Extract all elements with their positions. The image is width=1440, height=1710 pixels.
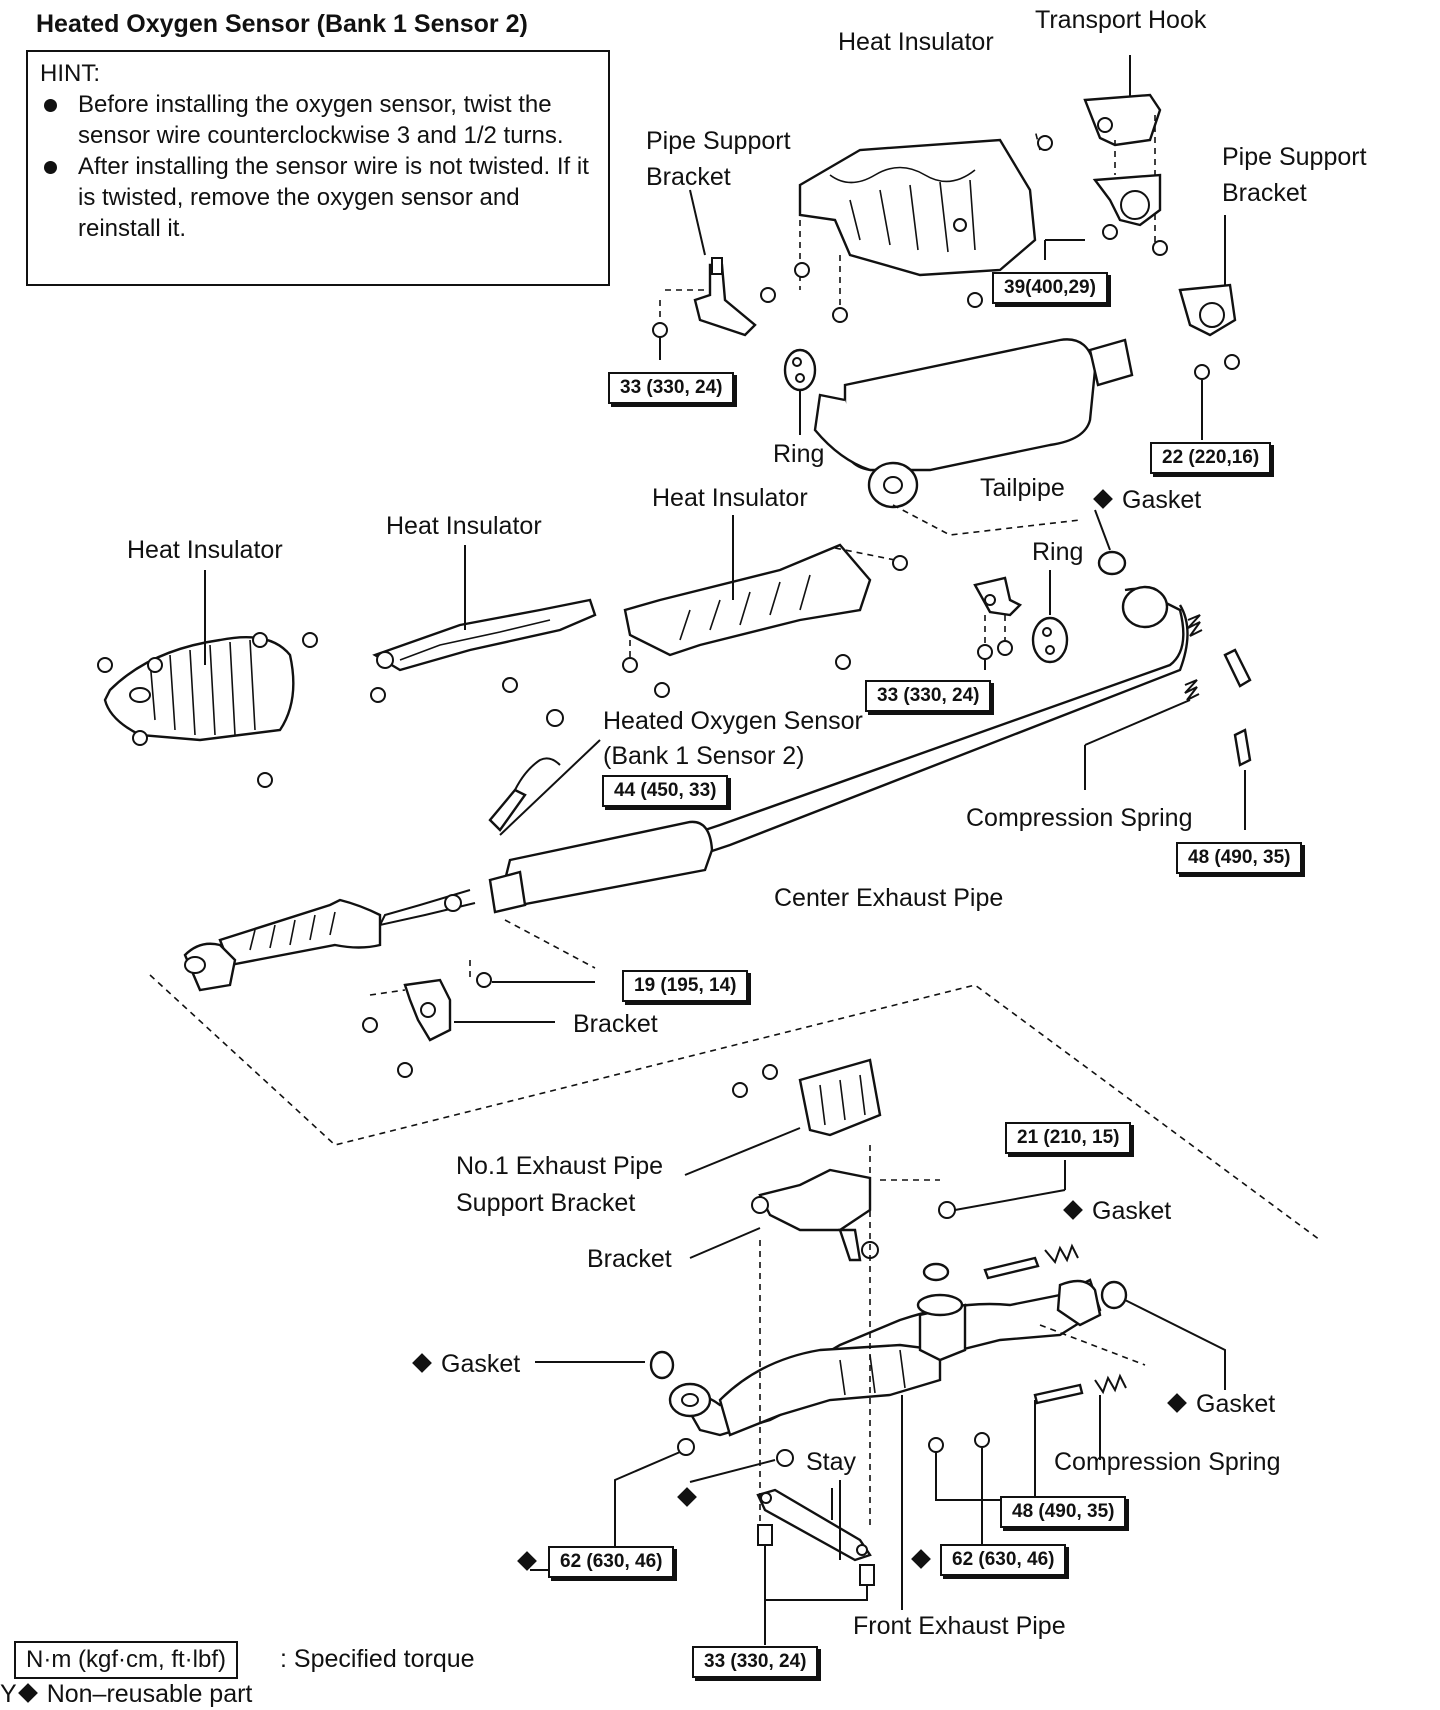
- stay-drawing: [530, 1145, 1000, 1645]
- torque-33-mid: 33 (330, 24): [865, 680, 992, 712]
- bullet-icon: [44, 161, 57, 174]
- label-no1-bracket-1: No.1 Exhaust Pipe: [456, 1152, 664, 1180]
- label-heat-insulator-center: Heat Insulator: [652, 484, 808, 512]
- hint-heading: HINT:: [40, 60, 100, 87]
- label-stay: Stay: [806, 1448, 857, 1476]
- heat-insulator-center-drawing: [622, 515, 908, 698]
- torque-48-low: 48 (490, 35): [1000, 1496, 1127, 1528]
- label-front-exhaust-pipe: Front Exhaust Pipe: [853, 1612, 1066, 1640]
- heat-insulator-left-drawing: [97, 570, 318, 788]
- ring-mid-drawing: [973, 570, 1069, 670]
- label-transport-hook: Transport Hook: [1035, 6, 1207, 34]
- label-ring-mid: Ring: [1032, 538, 1084, 566]
- nonreusable-diamond-icon: [517, 1551, 537, 1572]
- torque-33-top: 33 (330, 24): [608, 372, 735, 404]
- torque-39: 39(400,29): [992, 272, 1108, 304]
- center-exhaust-pipe-drawing: [183, 509, 1189, 992]
- label-bracket-low: Bracket: [587, 1245, 672, 1273]
- bracket-low-drawing: [689, 1160, 1066, 1262]
- label-compression-spring-mid: Compression Spring: [966, 804, 1193, 832]
- label-ho2s-1: Heated Oxygen Sensor: [603, 707, 863, 735]
- gaskets-low-drawing: [535, 1262, 1226, 1390]
- torque-48-mid: 48 (490, 35): [1176, 842, 1303, 874]
- label-gasket-low-right: Gasket: [1063, 1197, 1171, 1226]
- compression-spring-mid-drawing: [1084, 614, 1252, 830]
- muffler-drawing: [813, 338, 1134, 536]
- diagram-title: Heated Oxygen Sensor (Bank 1 Sensor 2): [36, 10, 528, 38]
- torque-21: 21 (210, 15): [1005, 1122, 1132, 1154]
- nonreusable-diamond-icon: [17, 1683, 38, 1704]
- torque-22: 22 (220,16): [1150, 442, 1272, 474]
- nonreusable-diamond-icon: [1093, 489, 1113, 510]
- label-tailpipe: Tailpipe: [980, 474, 1065, 502]
- compression-spring-low-drawing: [983, 1243, 1146, 1500]
- label-bracket-mid: Bracket: [573, 1010, 658, 1038]
- legend-torque-text: : Specified torque: [280, 1645, 475, 1673]
- label-gasket-low-left: Gasket: [412, 1350, 520, 1379]
- torque-33-low: 33 (330, 24): [692, 1646, 819, 1678]
- no1-exhaust-pipe-support-bracket-drawing: [684, 1058, 882, 1176]
- bullet-icon: [44, 99, 57, 112]
- label-heat-insulator-top: Heat Insulator: [838, 28, 994, 56]
- label-gasket-low-far-right: Gasket: [1167, 1390, 1275, 1419]
- legend-torque-box: N·m (kgf·cm, ft·lbf): [14, 1641, 238, 1679]
- hint-box: HINT: Before installing the oxygen senso…: [26, 50, 610, 286]
- label-no1-bracket-2: Support Bracket: [456, 1189, 636, 1217]
- label-pipe-support-bracket-left-2: Bracket: [646, 163, 731, 191]
- oxygen-sensor-drawing: [488, 739, 601, 836]
- label-center-exhaust-pipe: Center Exhaust Pipe: [774, 884, 1004, 912]
- nonreusable-diamond-icon: [677, 1487, 697, 1508]
- label-gasket-tail: Gasket: [1093, 486, 1201, 515]
- nonreusable-diamond-icon: [1063, 1200, 1083, 1221]
- torque-62-right: 62 (630, 46): [940, 1544, 1067, 1576]
- label-heat-insulator-mid: Heat Insulator: [386, 512, 542, 540]
- torque-62-left-marker: [517, 1548, 546, 1577]
- label-pipe-support-bracket-right-2: Bracket: [1222, 179, 1307, 207]
- nonreusable-diamond-icon: [911, 1549, 931, 1570]
- heat-insulator-mid-drawing: [370, 545, 597, 727]
- bolts-top: [652, 135, 1240, 440]
- torque-19: 19 (195, 14): [622, 970, 749, 1002]
- nonreusable-marker-stay: [677, 1484, 706, 1513]
- label-compression-spring-low: Compression Spring: [1054, 1448, 1281, 1476]
- ring-top-drawing: [783, 348, 817, 435]
- label-heat-insulator-left: Heat Insulator: [127, 536, 283, 564]
- bracket-mid-drawing: [362, 960, 595, 1078]
- label-ring-top: Ring: [773, 440, 825, 468]
- assembly-outline: [149, 919, 1321, 1241]
- torque-62-right-marker: [911, 1546, 940, 1575]
- torque-62-left: 62 (630, 46): [548, 1546, 675, 1578]
- pipe-support-bracket-right-drawing: [1044, 173, 1237, 337]
- torque-44: 44 (450, 33): [602, 775, 729, 807]
- label-pipe-support-bracket-left-1: Pipe Support: [646, 127, 791, 155]
- hint-bullet-1: Before installing the oxygen sensor, twi…: [38, 89, 598, 151]
- nonreusable-diamond-icon: [412, 1353, 432, 1374]
- heat-insulator-top-drawing: [798, 129, 1041, 310]
- label-ho2s-2: (Bank 1 Sensor 2): [603, 742, 805, 770]
- nonreusable-diamond-icon: [1167, 1393, 1187, 1414]
- front-exhaust-pipe-drawing: [668, 1278, 1102, 1437]
- pipe-support-bracket-left-drawing: [659, 189, 757, 337]
- label-pipe-support-bracket-right-1: Pipe Support: [1222, 143, 1367, 171]
- hint-bullet-2: After installing the sensor wire is not …: [38, 151, 598, 244]
